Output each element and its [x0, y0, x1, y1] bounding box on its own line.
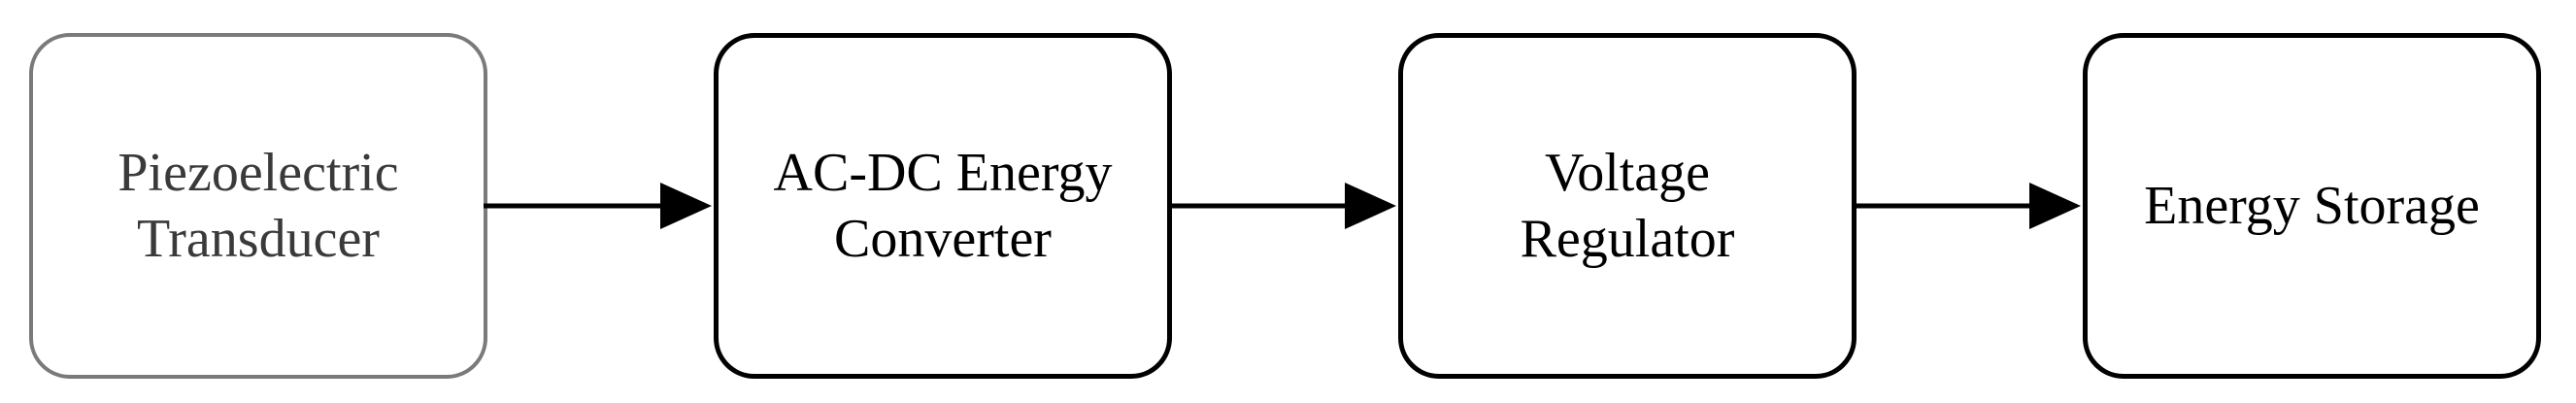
arrow-regulator-to-storage [1855, 183, 2081, 229]
energy-storage-block: Energy Storage [2083, 33, 2541, 379]
block-label-line1: Energy Storage [2144, 176, 2480, 236]
ac-dc-energy-converter-block: AC-DC Energy Converter [714, 33, 1172, 379]
block-label-line2: Regulator [1520, 209, 1735, 269]
block-label-line1: Piezoelectric [117, 143, 399, 203]
voltage-regulator-block: Voltage Regulator [1398, 33, 1857, 379]
arrow-transducer-to-converter [484, 183, 712, 229]
arrow-converter-to-regulator [1170, 183, 1396, 229]
block-label-line2: Transducer [137, 209, 380, 269]
arrow-head [1345, 183, 1396, 229]
arrow-head [2029, 183, 2081, 229]
piezoelectric-transducer-block: Piezoelectric Transducer [29, 33, 487, 379]
arrow-head [660, 183, 712, 229]
block-label-line1: AC-DC Energy [773, 143, 1113, 203]
block-label-line2: Converter [834, 209, 1052, 269]
block-label-line1: Voltage [1544, 143, 1711, 203]
